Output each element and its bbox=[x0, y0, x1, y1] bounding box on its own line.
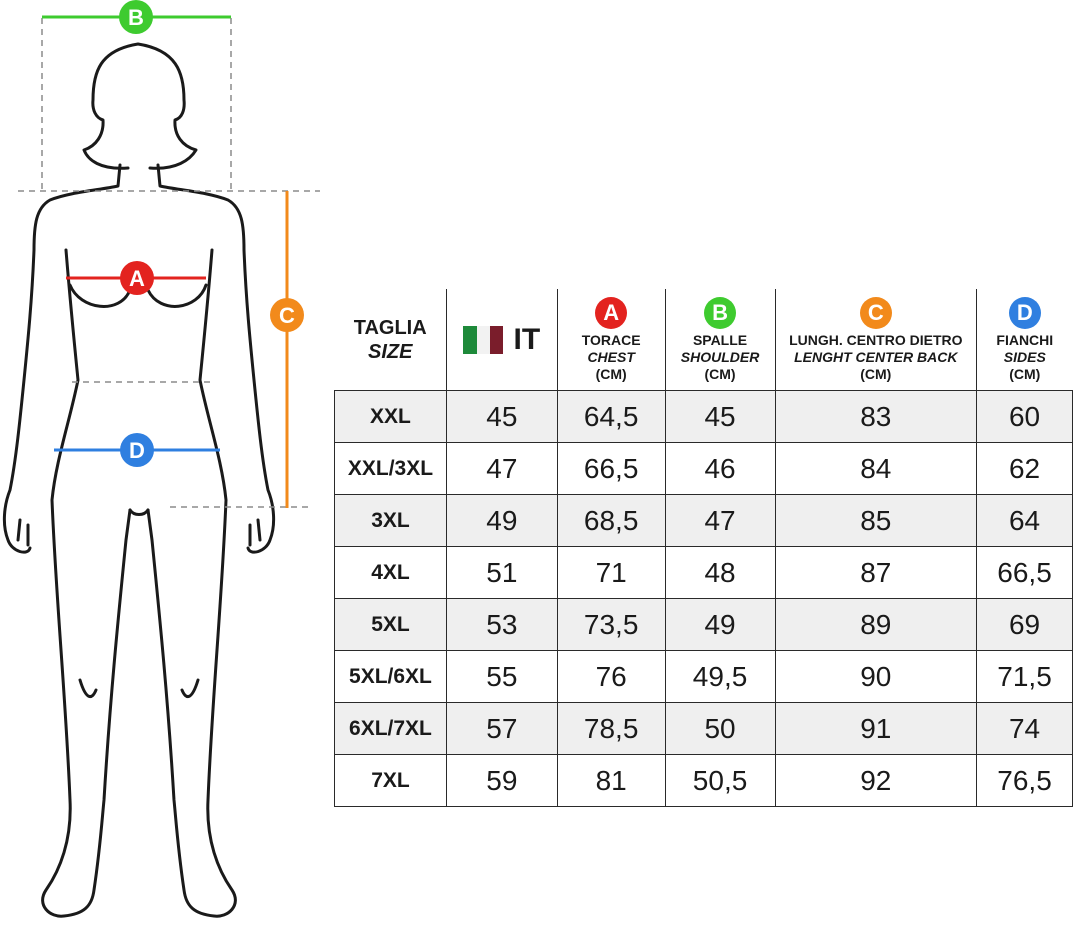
header-length-sub: LENGHT CENTER BACK bbox=[794, 348, 958, 365]
it-cell: 47 bbox=[445, 442, 558, 495]
header-sides-main: FIANCHI bbox=[996, 331, 1054, 348]
header-shoulder-unit: (CM) bbox=[704, 365, 736, 382]
chest-cell: 64,5 bbox=[556, 390, 666, 443]
sides-cell: 74 bbox=[976, 702, 1073, 755]
marker-b-label: B bbox=[128, 5, 144, 30]
badge-b: B bbox=[704, 296, 737, 329]
marker-c-label: C bbox=[279, 303, 295, 328]
sides-cell: 71,5 bbox=[976, 650, 1073, 703]
marker-d-label: D bbox=[129, 438, 145, 463]
shoulder-cell: 49,5 bbox=[664, 650, 776, 703]
header-shoulder: B SPALLE SHOULDER (CM) bbox=[664, 289, 776, 391]
chest-cell: 78,5 bbox=[556, 702, 666, 755]
header-shoulder-main: SPALLE bbox=[692, 331, 748, 348]
marker-d: D bbox=[120, 433, 154, 467]
header-shoulder-sub: SHOULDER bbox=[680, 348, 760, 365]
it-cell: 51 bbox=[445, 546, 558, 599]
body-measurement-figure: B A C D bbox=[2, 0, 320, 918]
length-cell: 87 bbox=[774, 546, 978, 599]
guide-lines bbox=[18, 18, 320, 508]
table-row: 5XL 53 73,5 49 89 69 bbox=[334, 598, 1073, 651]
sides-cell: 76,5 bbox=[976, 754, 1073, 807]
marker-b: B bbox=[119, 0, 153, 34]
header-sides: D FIANCHI SIDES (CM) bbox=[976, 289, 1073, 391]
length-cell: 90 bbox=[774, 650, 978, 703]
size-cell: 7XL bbox=[334, 754, 447, 807]
it-cell: 57 bbox=[445, 702, 558, 755]
sides-cell: 62 bbox=[976, 442, 1073, 495]
header-it: IT bbox=[445, 289, 558, 391]
chest-cell: 71 bbox=[556, 546, 666, 599]
table-row: 5XL/6XL 55 76 49,5 90 71,5 bbox=[334, 650, 1073, 703]
header-length: C LUNGH. CENTRO DIETRO LENGHT CENTER BAC… bbox=[774, 289, 978, 391]
header-chest-main: TORACE bbox=[581, 331, 641, 348]
header-size-main: TAGLIA bbox=[353, 316, 427, 339]
length-cell: 83 bbox=[774, 390, 978, 443]
shoulder-cell: 46 bbox=[664, 442, 776, 495]
marker-a-label: A bbox=[129, 266, 145, 291]
size-cell: 4XL bbox=[334, 546, 447, 599]
header-chest-sub: CHEST bbox=[587, 348, 635, 365]
chest-cell: 76 bbox=[556, 650, 666, 703]
header-sides-sub: SIDES bbox=[1003, 348, 1046, 365]
size-cell: 5XL bbox=[334, 598, 447, 651]
badge-c: C bbox=[859, 296, 892, 329]
marker-c: C bbox=[270, 298, 304, 332]
italy-flag-icon bbox=[463, 325, 504, 354]
badge-a: A bbox=[595, 296, 628, 329]
header-chest-unit: (CM) bbox=[595, 365, 627, 382]
header-it-label: IT bbox=[513, 322, 541, 356]
chest-cell: 68,5 bbox=[556, 494, 666, 547]
shoulder-cell: 45 bbox=[664, 390, 776, 443]
sides-cell: 69 bbox=[976, 598, 1073, 651]
shoulder-cell: 49 bbox=[664, 598, 776, 651]
header-sides-unit: (CM) bbox=[1009, 365, 1041, 382]
table-row: XXL 45 64,5 45 83 60 bbox=[334, 390, 1073, 443]
shoulder-cell: 48 bbox=[664, 546, 776, 599]
table-row: 6XL/7XL 57 78,5 50 91 74 bbox=[334, 702, 1073, 755]
table-row: 3XL 49 68,5 47 85 64 bbox=[334, 494, 1073, 547]
size-cell: XXL/3XL bbox=[334, 442, 447, 495]
header-size: TAGLIA SIZE bbox=[334, 289, 447, 391]
shoulder-cell: 50 bbox=[664, 702, 776, 755]
length-cell: 84 bbox=[774, 442, 978, 495]
shoulder-cell: 47 bbox=[664, 494, 776, 547]
size-cell: XXL bbox=[334, 390, 447, 443]
sides-cell: 66,5 bbox=[976, 546, 1073, 599]
length-cell: 85 bbox=[774, 494, 978, 547]
badge-d: D bbox=[1008, 296, 1041, 329]
header-row: TAGLIA SIZE IT A TORACE CHEST (CM) B SPA… bbox=[334, 289, 1073, 391]
length-cell: 92 bbox=[774, 754, 978, 807]
length-cell: 91 bbox=[774, 702, 978, 755]
it-cell: 53 bbox=[445, 598, 558, 651]
sides-cell: 60 bbox=[976, 390, 1073, 443]
size-chart-table: TAGLIA SIZE IT A TORACE CHEST (CM) B SPA… bbox=[334, 289, 1073, 807]
header-size-sub: SIZE bbox=[367, 340, 413, 363]
size-cell: 3XL bbox=[334, 494, 447, 547]
chest-cell: 66,5 bbox=[556, 442, 666, 495]
it-cell: 45 bbox=[445, 390, 558, 443]
it-cell: 59 bbox=[445, 754, 558, 807]
size-cell: 5XL/6XL bbox=[334, 650, 447, 703]
table-row: 7XL 59 81 50,5 92 76,5 bbox=[334, 754, 1073, 807]
sides-cell: 64 bbox=[976, 494, 1073, 547]
size-cell: 6XL/7XL bbox=[334, 702, 447, 755]
chest-cell: 81 bbox=[556, 754, 666, 807]
body-outline bbox=[2, 42, 276, 918]
table-row: XXL/3XL 47 66,5 46 84 62 bbox=[334, 442, 1073, 495]
it-cell: 49 bbox=[445, 494, 558, 547]
header-length-main: LUNGH. CENTRO DIETRO bbox=[789, 331, 963, 348]
header-chest: A TORACE CHEST (CM) bbox=[556, 289, 666, 391]
header-length-unit: (CM) bbox=[860, 365, 892, 382]
it-cell: 55 bbox=[445, 650, 558, 703]
chest-cell: 73,5 bbox=[556, 598, 666, 651]
table-row: 4XL 51 71 48 87 66,5 bbox=[334, 546, 1073, 599]
marker-a: A bbox=[120, 261, 154, 295]
length-cell: 89 bbox=[774, 598, 978, 651]
shoulder-cell: 50,5 bbox=[664, 754, 776, 807]
